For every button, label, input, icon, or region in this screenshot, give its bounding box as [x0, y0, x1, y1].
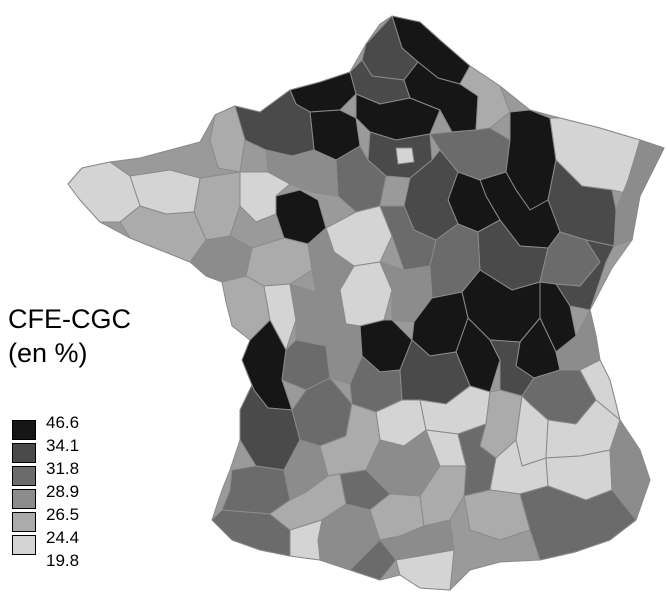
- legend-swatch-4: [12, 489, 36, 509]
- dept-paris: [395, 147, 415, 165]
- dept-savoie: [579, 359, 621, 421]
- dept-calvados: [234, 89, 315, 157]
- legend-swatch-6: [12, 535, 36, 555]
- dept-morbihan: [119, 205, 207, 263]
- dept-var: [519, 485, 637, 561]
- legend-title-line2: (en %): [8, 338, 88, 368]
- legend-break-1: 46.6: [46, 413, 80, 432]
- legend-title-line1: CFE-CGC: [8, 304, 131, 334]
- dept-bas-rhin: [613, 139, 665, 247]
- legend-break-5: 26.5: [46, 505, 80, 524]
- legend-break-6: 24.4: [46, 528, 80, 547]
- dept-eure-et-loir: [335, 145, 387, 213]
- legend-break-2: 34.1: [46, 436, 80, 455]
- legend-break-7: 19.8: [46, 551, 80, 570]
- legend-swatch-5: [12, 512, 36, 532]
- legend-swatch-3: [12, 466, 36, 486]
- dept-hautes-pyrenees: [289, 519, 323, 561]
- legend-swatch-1: [12, 420, 36, 440]
- dept-deux-sevres: [263, 283, 297, 351]
- legend-break-3: 31.8: [46, 459, 80, 478]
- dept-mayenne: [239, 171, 291, 223]
- legend-swatch-2: [12, 443, 36, 463]
- legend: 46.6 34.1 31.8 28.9 26.5 24.4 19.8: [12, 414, 132, 580]
- legend-title: CFE-CGC (en %): [8, 302, 131, 370]
- legend-break-4: 28.9: [46, 482, 80, 501]
- dept-pyrenees-orientales: [395, 549, 455, 591]
